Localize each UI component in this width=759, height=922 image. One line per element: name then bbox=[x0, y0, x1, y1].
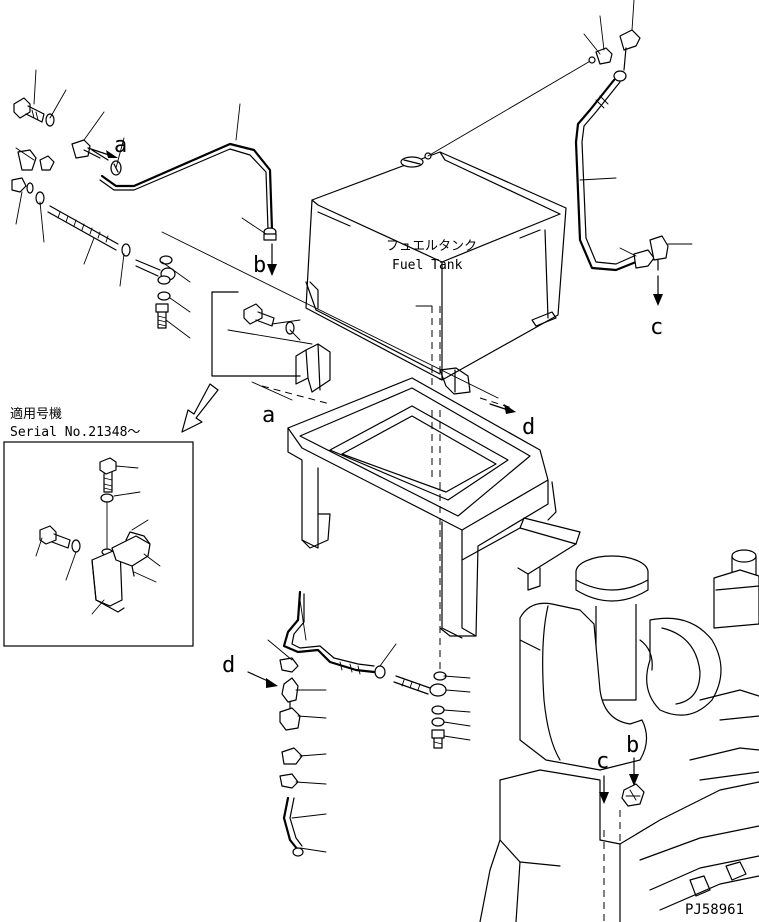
callout-d-bottom: d bbox=[222, 653, 235, 678]
tank-label-jp: フュエルタンク bbox=[386, 239, 477, 254]
inset-pointer-arrow bbox=[181, 383, 219, 433]
callout-b-engine: b bbox=[626, 733, 639, 758]
fuel-tank bbox=[305, 151, 567, 395]
fuel-pipe-top bbox=[100, 142, 274, 232]
top-left-fittings bbox=[11, 97, 176, 329]
inset-applicable-label-jp: 適用号機 bbox=[10, 406, 62, 422]
callout-a-frame: a bbox=[262, 403, 275, 428]
tank-stand-frame bbox=[287, 343, 581, 639]
inset-box bbox=[3, 441, 194, 647]
callout-d-right: d bbox=[522, 415, 535, 440]
right-fuel-line bbox=[574, 29, 669, 272]
inset-serial-label: Serial No.21348～ bbox=[10, 425, 140, 440]
bracket-detail-a bbox=[211, 291, 301, 377]
callout-a-top: a bbox=[114, 133, 127, 158]
engine-assembly bbox=[479, 549, 759, 922]
callout-c-right: c bbox=[650, 315, 663, 340]
callout-c-engine: c bbox=[596, 749, 609, 774]
inset-bracket-assembly bbox=[39, 457, 151, 613]
bottom-fittings bbox=[279, 590, 447, 857]
callout-b-top: b bbox=[253, 253, 266, 278]
tank-label-en: Fuel Tank bbox=[392, 258, 463, 273]
drawing-number: PJ58961 bbox=[685, 902, 744, 918]
